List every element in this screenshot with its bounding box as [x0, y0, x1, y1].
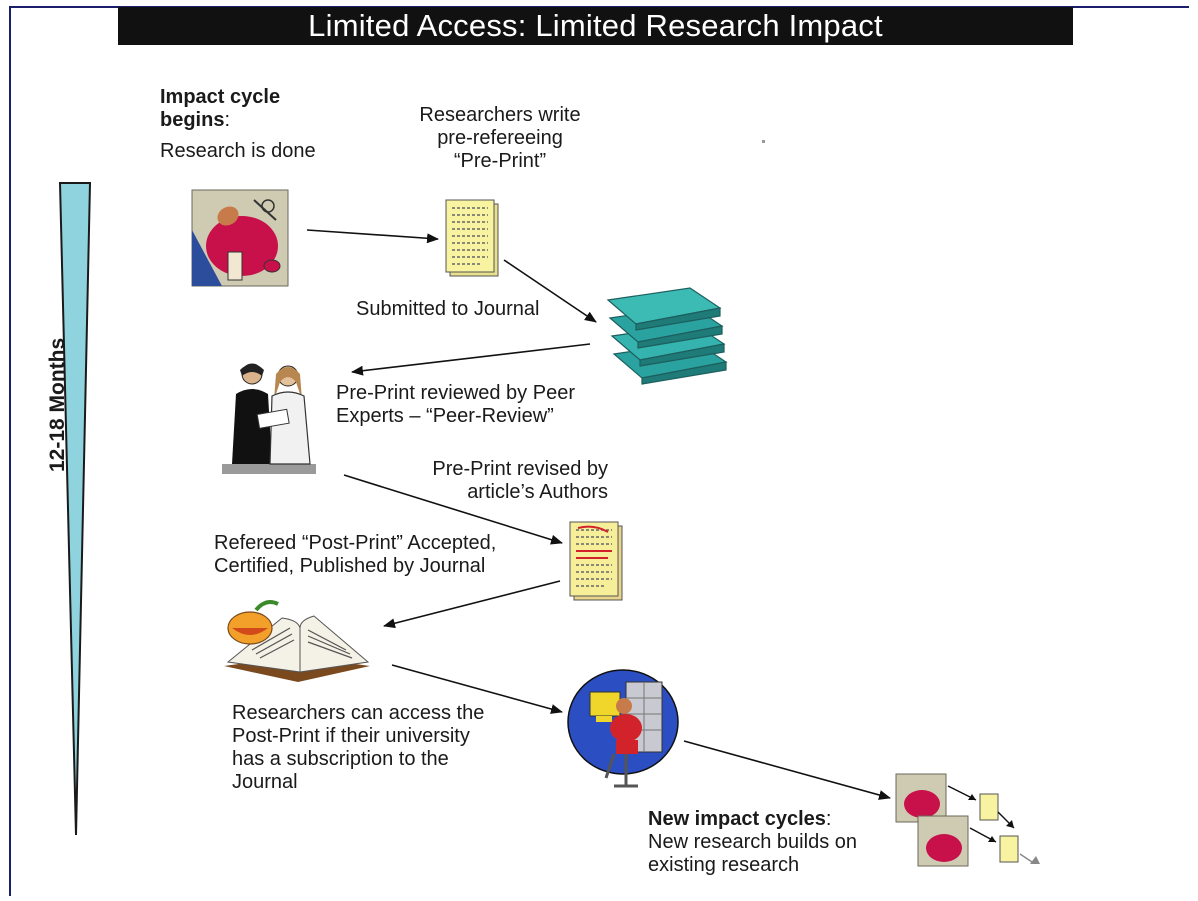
timeline-wedge — [58, 182, 92, 836]
arrow-revised-to-book — [383, 580, 561, 629]
arrow-journal-to-review — [351, 343, 591, 376]
peer-review-line1: Pre-Print reviewed by Peer — [336, 382, 575, 404]
research-done-label: Research is done — [160, 140, 316, 162]
preprint-line2: pre-refereeing — [437, 127, 563, 149]
arrow-book-to-computer — [391, 664, 563, 714]
heading-colon: : — [224, 109, 231, 131]
journal-books-icon — [606, 287, 728, 385]
revised-line1: Pre-Print revised by — [432, 458, 608, 480]
new-cycles-line2: New research builds on — [648, 831, 857, 853]
preprint-line3: “Pre-Print” — [453, 150, 547, 172]
revised-line2: article’s Authors — [467, 481, 608, 503]
stray-dot — [762, 140, 765, 143]
peer-reviewers-icon — [222, 363, 316, 474]
arrow-preprint-to-journal — [503, 259, 597, 323]
arrow-review-to-revised — [343, 474, 563, 545]
accepted-label: Refereed “Post-Print” Accepted, Certifie… — [214, 532, 496, 578]
accepted-line2: Certified, Published by Journal — [214, 555, 486, 577]
arrow-computer-to-new — [683, 740, 891, 800]
computer-user-icon — [567, 669, 679, 788]
preprint-line1: Researchers write — [419, 104, 581, 126]
open-book-icon — [224, 600, 370, 682]
access-line4: Journal — [232, 771, 298, 793]
new-cycles-colon: : — [825, 808, 832, 830]
access-label: Researchers can access the Post-Print if… — [232, 702, 484, 794]
access-line3: has a subscription to the — [232, 748, 449, 770]
slide-title: Limited Access: Limited Research Impact — [118, 7, 1073, 45]
new-cycles-label: New impact cycles: New research builds o… — [648, 808, 857, 877]
impact-cycle-heading: Impact cycle begins: — [160, 86, 280, 132]
heading-line2: begins — [160, 109, 225, 131]
submitted-label: Submitted to Journal — [356, 298, 540, 320]
new-cycles-heading: New impact cycles — [648, 808, 826, 830]
accepted-line1: Refereed “Post-Print” Accepted, — [214, 532, 497, 554]
preprint-label: Researchers write pre-refereeing “Pre-Pr… — [398, 104, 602, 173]
peer-review-label: Pre-Print reviewed by Peer Experts – “Pe… — [336, 382, 575, 428]
new-cycles-line3: existing research — [648, 854, 800, 876]
arrow-research-to-preprint — [306, 229, 439, 244]
researcher-clipart-icon — [191, 189, 289, 287]
peer-review-line2: Experts – “Peer-Review” — [336, 405, 554, 427]
revised-document-icon — [569, 521, 623, 601]
revised-label: Pre-Print revised by article’s Authors — [388, 458, 608, 504]
access-line1: Researchers can access the — [232, 702, 485, 724]
new-cycles-icon — [895, 773, 1040, 867]
heading-line1: Impact cycle — [160, 86, 281, 108]
access-line2: Post-Print if their university — [232, 725, 470, 747]
preprint-document-icon — [445, 199, 499, 277]
